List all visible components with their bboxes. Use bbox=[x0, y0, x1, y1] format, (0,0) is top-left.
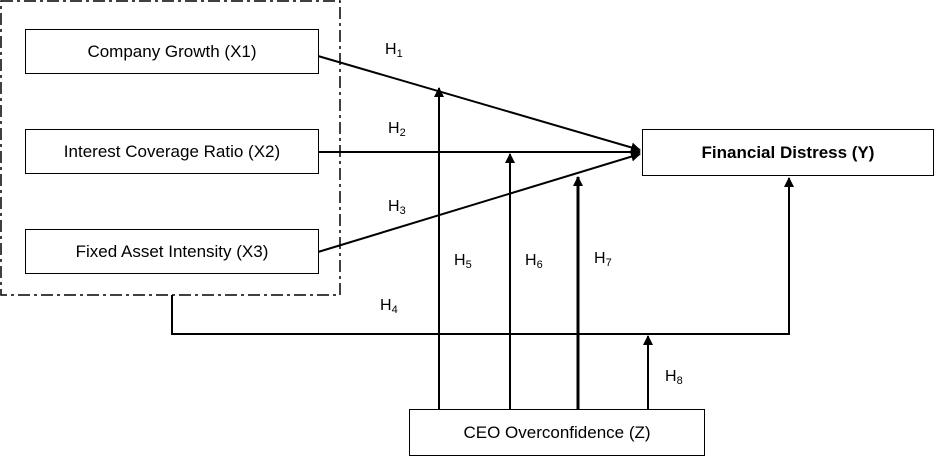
arrow-h4 bbox=[171, 177, 794, 335]
arrow-h3 bbox=[317, 151, 641, 253]
label-h5: H5 bbox=[454, 252, 472, 271]
label-h4: H4 bbox=[380, 297, 398, 316]
arrow-h1 bbox=[317, 55, 641, 153]
ceo-overconfidence-box: CEO Overconfidence (Z) bbox=[409, 409, 705, 456]
interest-coverage-ratio-box: Interest Coverage Ratio (X2) bbox=[25, 129, 319, 174]
label-h6: H6 bbox=[525, 252, 543, 271]
label-h7: H7 bbox=[594, 250, 612, 269]
independent-variables-group bbox=[0, 0, 341, 296]
label-h1: H1 bbox=[385, 41, 403, 60]
financial-distress-box: Financial Distress (Y) bbox=[642, 129, 934, 176]
label-h2: H2 bbox=[388, 120, 406, 139]
label-h3: H3 bbox=[388, 198, 406, 217]
fixed-asset-intensity-box: Fixed Asset Intensity (X3) bbox=[25, 229, 319, 274]
label-h8: H8 bbox=[665, 368, 683, 387]
company-growth-box: Company Growth (X1) bbox=[25, 29, 319, 74]
